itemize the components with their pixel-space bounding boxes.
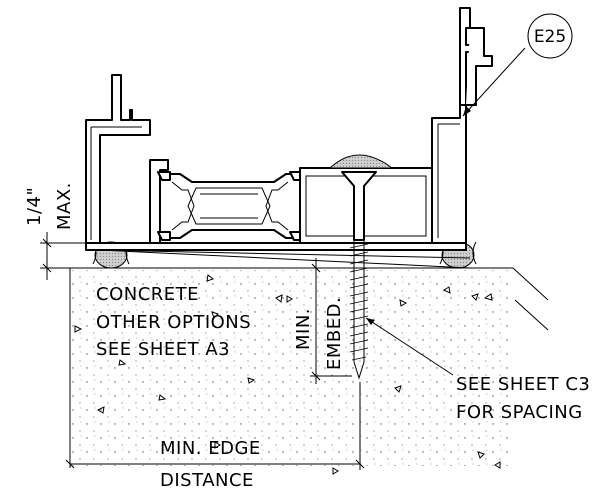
min-embed-label-embed: EMBED.	[324, 297, 345, 370]
bottom-web	[85, 242, 467, 251]
right-frame-leg	[431, 104, 467, 244]
other-options-label: OTHER OPTIONS	[96, 312, 251, 333]
leader-lines	[365, 47, 526, 376]
concrete-substrate	[69, 267, 549, 475]
recess-max-label: MAX.	[54, 182, 75, 230]
distance-label: DISTANCE	[160, 470, 254, 491]
callout-circle	[527, 13, 573, 59]
see-sheet-a3-label: SEE SHEET A3	[96, 339, 230, 360]
aggregate-marks	[74, 274, 501, 475]
see-sheet-c3-label: SEE SHEET C3	[456, 374, 590, 395]
min-embed-label-min: MIN.	[293, 308, 314, 350]
dimension-lines	[40, 232, 471, 470]
callout-bubble: E25	[527, 13, 573, 59]
thermal-break	[157, 171, 307, 241]
anchor-screw	[341, 171, 377, 380]
sill-frame-profile	[85, 7, 493, 251]
sealant-dome	[328, 154, 394, 169]
left-frame-leg	[85, 74, 151, 244]
min-edge-label: MIN. EDGE	[160, 438, 261, 459]
callout-tag: E25	[534, 27, 566, 47]
recess-dimension: 1/4"	[24, 187, 45, 226]
for-spacing-label: FOR SPACING	[456, 402, 583, 423]
concrete-label: CONCRETE	[96, 284, 199, 305]
